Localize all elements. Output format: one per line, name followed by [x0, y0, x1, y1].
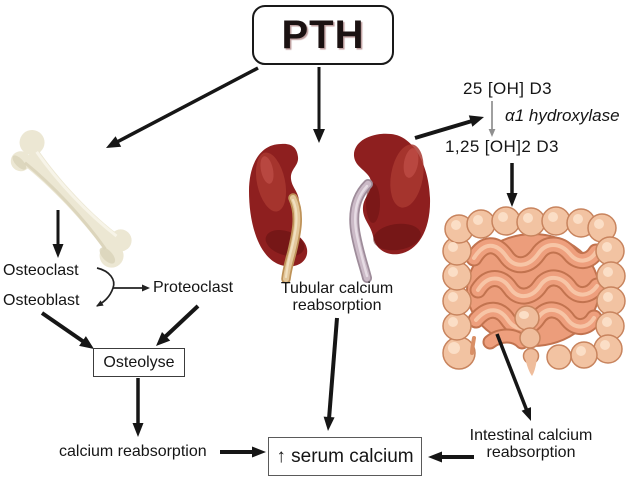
tubular-reabsorption-label: Tubular calcium reabsorption: [280, 280, 394, 314]
calcium-reabsorption-label: calcium reabsorption: [59, 443, 207, 460]
kidneys-illustration: [249, 133, 431, 284]
arrow-pth-to-bone: [106, 66, 259, 148]
arrow-tubular-to-serum: [323, 317, 339, 431]
osteoblast-label: Osteoblast: [3, 292, 80, 309]
arrow-enzyme-conversion: [488, 101, 496, 137]
intestinal-reabsorption-label: Intestinal calcium reabsorption: [469, 427, 593, 461]
proteoclast-label: Proteoclast: [153, 279, 234, 296]
active-vitamin-d-label: 1,25 [OH]2 D3: [445, 137, 559, 156]
curved-reaction-arrow: [96, 267, 115, 307]
arrow-osteolyse-to-calcium: [132, 378, 144, 437]
osteolyse-node: Osteolyse: [93, 348, 185, 377]
arrow-calcium-to-serum: [220, 446, 266, 458]
bone-illustration: [10, 129, 132, 268]
arrow-to-proteoclast: [113, 284, 150, 292]
vitamin-d-precursor-label: 25 [OH] D3: [463, 79, 553, 98]
arrow-kidney-to-enzyme: [414, 115, 484, 140]
arrow-bone-to-osteoclast: [52, 210, 64, 258]
serum-calcium-node: ↑ serum calcium: [268, 437, 422, 476]
arrow-pth-to-kidneys: [313, 67, 325, 143]
pth-label: PTH: [281, 12, 365, 57]
osteolyse-label: Osteolyse: [103, 353, 175, 371]
arrow-d3-to-intestine: [506, 163, 518, 207]
arrow-osteoblast-to-osteolyse: [40, 311, 94, 349]
intestine-illustration: [442, 206, 626, 376]
serum-calcium-label: ↑ serum calcium: [276, 445, 414, 467]
alpha1-hydroxylase-label: α1 hydroxylase: [505, 106, 620, 125]
arrow-proteoclast-to-osteolyse: [156, 304, 200, 346]
arrow-intestinal-to-serum: [428, 451, 474, 463]
arrow-intestine-to-label: [495, 333, 531, 421]
pth-node: PTH: [252, 5, 394, 65]
osteoclast-label: Osteoclast: [3, 262, 79, 279]
